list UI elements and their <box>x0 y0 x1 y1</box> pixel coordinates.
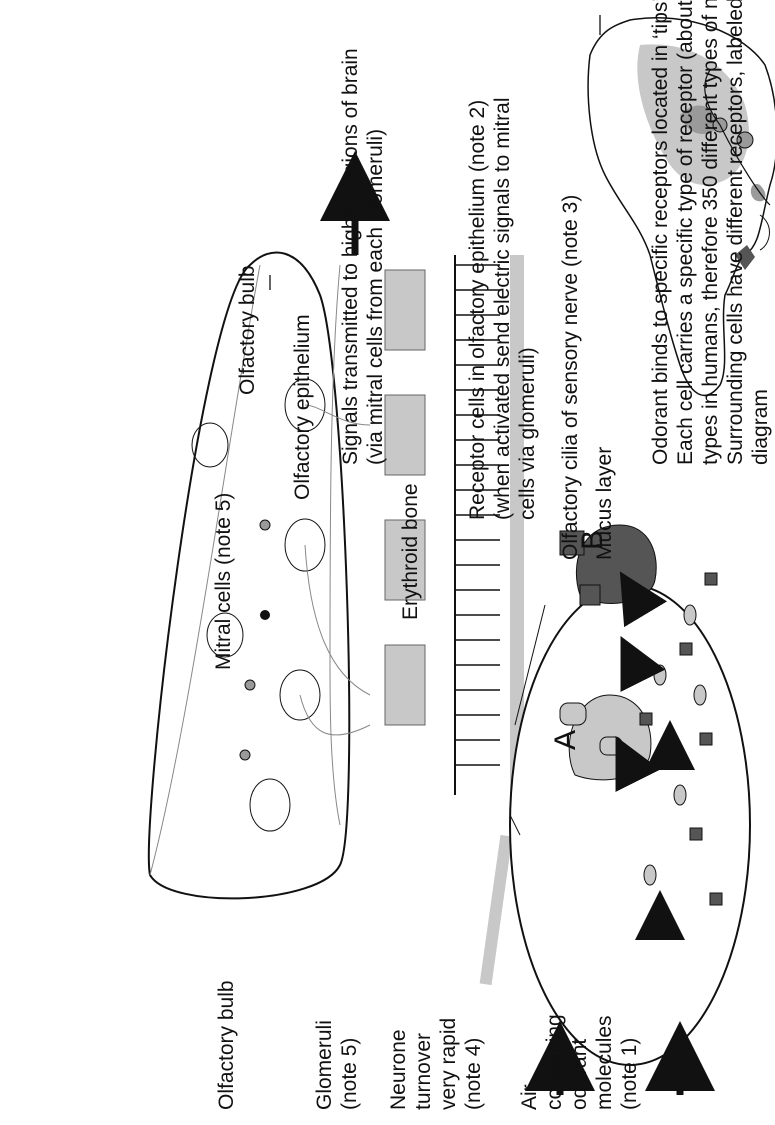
label-receptor-cells-2: (when activated send electric signals to… <box>491 97 514 520</box>
label-air-2: containing <box>543 1014 566 1110</box>
label-neurone-3: very rapid <box>437 1018 460 1110</box>
label-olfactory-epithelium-brain: Olfactory epithelium <box>291 314 314 500</box>
label-receptor-cells: Receptor cells in olfactory epithelium (… <box>466 100 489 520</box>
label-signals-2: (via mitral cells from each glomeruli) <box>364 129 387 465</box>
label-olfactory-cilia: Olfactory cilia of sensory nerve (note 3… <box>559 195 582 560</box>
label-odorant-3: types in humans, therefore 350 different… <box>699 0 722 465</box>
label-neurone-2: turnover <box>412 1033 435 1110</box>
label-receptor-cells-3: cells via glomeruli) <box>516 347 539 520</box>
label-neurone-4: (note 4) <box>462 1038 485 1110</box>
label-odorant-4: Surrounding cells have different recepto… <box>724 0 747 465</box>
label-glomeruli-1: Glomeruli <box>313 1020 336 1110</box>
label-odorant-5: diagram <box>749 389 772 465</box>
label-olfactory-bulb: Olfactory bulb <box>215 980 238 1110</box>
label-mitral-cells: Mitral cells (note 5) <box>212 493 235 670</box>
label-air-3: odorant <box>568 1039 591 1110</box>
label-odorant-1: Odorant binds to specific receptors loca… <box>649 0 672 465</box>
label-air-4: molecules <box>593 1015 616 1110</box>
label-olfactory-bulb-brain: Olfactory bulb <box>236 265 259 395</box>
label-odorant-2: Each cell carries a specific type of rec… <box>674 0 697 465</box>
label-glomeruli-2: (note 5) <box>338 1038 361 1110</box>
label-receptor-b: B <box>576 530 609 550</box>
label-receptor-a: A <box>549 730 582 750</box>
label-air-5: (note 1) <box>618 1038 641 1110</box>
label-air-1: Air <box>518 1084 541 1110</box>
label-erythroid-bone: Erythroid bone <box>399 483 422 620</box>
label-signals: Signals transmitted to higher regions of… <box>339 48 362 465</box>
label-neurone-1: Neurone <box>387 1029 410 1110</box>
